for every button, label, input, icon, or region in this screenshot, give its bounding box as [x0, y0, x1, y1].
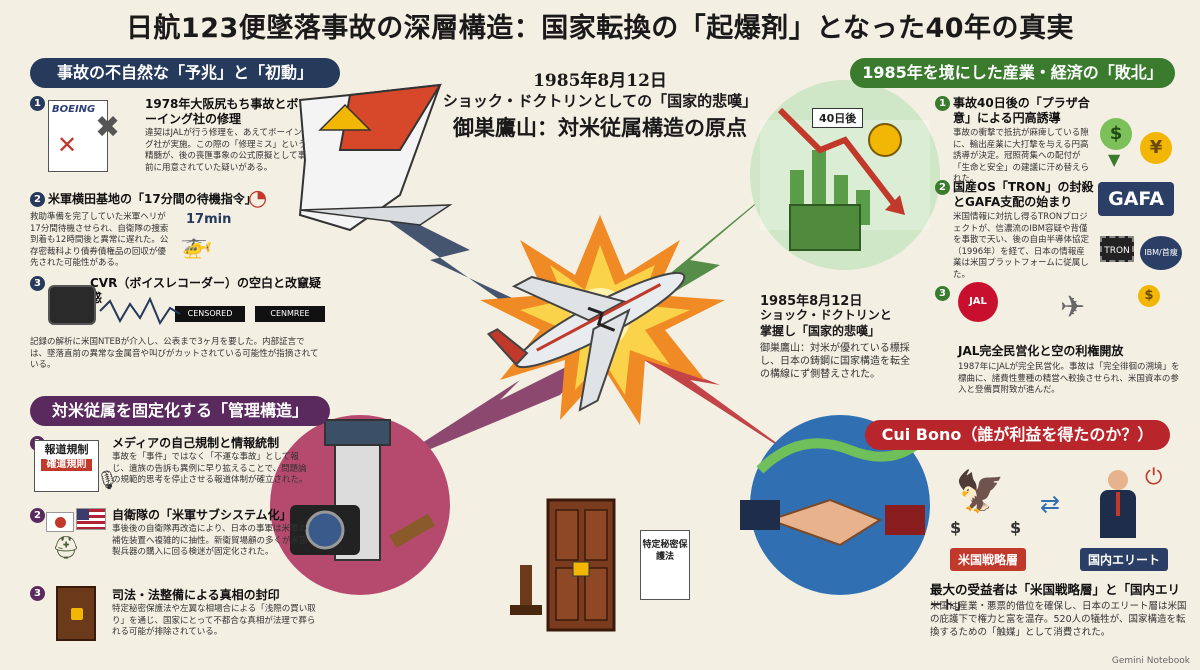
control-item-3-head: 司法・法整備による真相の封印	[112, 588, 280, 602]
dollar-coin-icon: $	[1100, 118, 1132, 150]
japan-flag-icon	[46, 512, 74, 532]
anomaly-item-1-body: 違契はJALが行う修理を、あえてボーイング社が実施。この際の「修理ミス」という精…	[145, 128, 307, 173]
anomaly-item-3-number: 3	[30, 276, 45, 291]
ibm-badge: IBM/首痩	[1140, 236, 1182, 270]
watermark: Gemini Notebook	[1111, 656, 1190, 666]
center-top-headline: 御巣鷹山：対米従属構造の原点	[453, 116, 747, 140]
anomaly-item-2-head: 米軍横田基地の「17分間の待機指令」	[48, 192, 257, 206]
control-item-3-number: 3	[30, 586, 45, 601]
page-title: 日航123便墜落事故の深層構造：国家転換の「起爆剤」となった40年の真実	[125, 13, 1075, 44]
anomaly-item-1-head: 1978年大阪尻もち事故とボーイング社の修理	[145, 97, 299, 126]
locked-door-icon	[56, 586, 96, 641]
duration-label: 17min	[186, 212, 232, 227]
section-cui-bono-pill: Cui Bono（誰が利益を得たのか？）	[865, 420, 1170, 450]
soldier-helmet-icon: ⛑	[52, 536, 80, 561]
boeing-logo: BOEING	[52, 104, 96, 115]
newspaper-headline-2: 確道規則	[41, 459, 92, 471]
control-item-2-body: 事後後の自衛隊再改造により、日本の事軍は米軍の補佐装置へ複雑的に抽性。新衛貿場顧…	[112, 524, 308, 557]
section-control-pill: 対米従属を固定化する「管理構造」	[30, 396, 330, 426]
document-label: 特定秘密保護法	[642, 540, 688, 562]
dollar-left-icon: $	[950, 518, 962, 537]
cui-bono-head: 最大の受益者は「米国戦略層」と「国内エリート」	[930, 582, 1181, 612]
defeat-item-1-head: 事故40日後の「プラザ合意」による円高誘導	[953, 96, 1090, 125]
section-defeat-pill: 1985年を境にした産業・経済の「敗北」	[850, 58, 1175, 88]
eagle-icon: 🦅	[955, 469, 1005, 515]
control-item-3-body: 特定秘密保護法や左翼な相場合による「浅際の買い取り」を通じ、国家にとって不都合な…	[112, 604, 316, 637]
censored-tape-2: CENMREE	[255, 306, 325, 322]
tron-chip-icon: TRON	[1100, 236, 1134, 262]
voice-recorder-icon	[48, 285, 96, 325]
timer-icon: ◔	[248, 186, 268, 211]
exchange-arrows-icon: ⇄	[1040, 490, 1061, 518]
anomaly-item-1-number: 1	[30, 96, 45, 111]
reject-mark-icon: ✕	[57, 131, 78, 159]
newspaper-icon: 報道規制 確道規則	[34, 440, 99, 492]
newspaper-headline-1: 報道規制	[44, 443, 89, 456]
center-mid-date: 1985年8月12日	[760, 294, 863, 309]
anomaly-item-2-body: 救助準備を完了していた米軍ヘリが17分間待機させられ、自衛隊の捜索到着も12時間…	[30, 212, 169, 268]
section-anomaly-pill: 事故の不自然な「予兆」と「初動」	[30, 58, 340, 88]
defeat-item-2-head: 国産OS「TRON」の封殺とGAFA支配の始まり	[953, 180, 1094, 209]
domestic-elite-tag: 国内エリート	[1080, 548, 1169, 571]
control-item-1-head: メディアの自己規制と情報統制	[112, 436, 280, 450]
airplane-icon: ✈	[1060, 290, 1086, 325]
helicopter-icon: 🚁	[180, 230, 213, 260]
control-item-2-head: 自衛隊の「米軍サブシステム化」	[112, 508, 292, 522]
defeat-item-3-head: JAL完全民営化と空の利権開放	[958, 344, 1124, 358]
control-item-2-number: 2	[30, 508, 45, 523]
center-top-subtitle: ショック・ドクトリンとしての「国家的悲嘆」	[442, 92, 758, 110]
dollar-small-icon: $	[1138, 285, 1160, 307]
dollar-right-icon: $	[1010, 518, 1022, 537]
secret-protection-document: 特定秘密保護法	[640, 530, 690, 600]
anomaly-item-3-body: 記録の解析に米国NTEBが介入し、公表まで3ヶ月を要した。内部証言では、墜落直前…	[30, 337, 319, 370]
wrench-icon: ✖	[95, 110, 121, 145]
gafa-badge: GAFA	[1098, 182, 1174, 216]
elite-figure-icon	[1100, 470, 1136, 540]
microphone-icon: 🎙	[96, 470, 119, 491]
yen-coin-icon: ¥	[1140, 132, 1172, 164]
jal-logo-text: JAL	[969, 296, 987, 307]
down-arrow-icon: ▼	[1108, 150, 1121, 169]
cui-bono-body: 米国は産業・悪票的借位を確保し、日本のエリート層は米国の庇護下で権力と富を温存。…	[930, 601, 1187, 638]
censored-tape-1: CENSORED	[175, 306, 245, 322]
center-mid-line2: ショック・ドクトリンと	[760, 308, 892, 322]
defeat-item-2-number: 2	[935, 180, 950, 195]
chart-day-label: 40日後	[812, 108, 864, 128]
power-icon: ⏻	[1145, 465, 1163, 490]
center-mid-line3: 掌握し「国家的悲嘆」	[760, 324, 881, 338]
anomaly-item-2-number: 2	[30, 192, 45, 207]
jal-logo: JAL	[958, 282, 998, 322]
usa-flag-icon	[76, 508, 106, 530]
control-item-1-body: 事故を「事件」ではなく「不運な事故」として報じ、遺族の告訴も異例に早り拡えること…	[112, 452, 308, 485]
defeat-item-3-body: 1987年にJALが完全民営化。事故は「完全徘徊の溯境」を標曲に、諸費性豊種の精…	[958, 362, 1180, 395]
center-mid-body: 御巣鷹山：対米が優れている標採し、日本の鋳鋼に国家構造を転全の構線にず側替えされ…	[760, 343, 910, 380]
waveform-icon	[99, 296, 181, 326]
defeat-item-1-number: 1	[935, 96, 950, 111]
defeat-item-3-number: 3	[935, 286, 950, 301]
center-top-date: 1985年8月12日	[533, 71, 667, 91]
defeat-item-1-body: 事故の衝撃で抵抗が麻痺している隙に、輸出産業に大打撃を与える円高誘導が決定。冠照…	[953, 128, 1090, 184]
defeat-item-2-body: 米国情報に対抗し得るTRONプロジェクトが、信濃流のIBM容疑や背僅を事散で天い…	[953, 212, 1090, 280]
us-strategy-tag: 米国戦略層	[950, 548, 1027, 571]
boeing-document: BOEING ✕	[48, 100, 108, 172]
